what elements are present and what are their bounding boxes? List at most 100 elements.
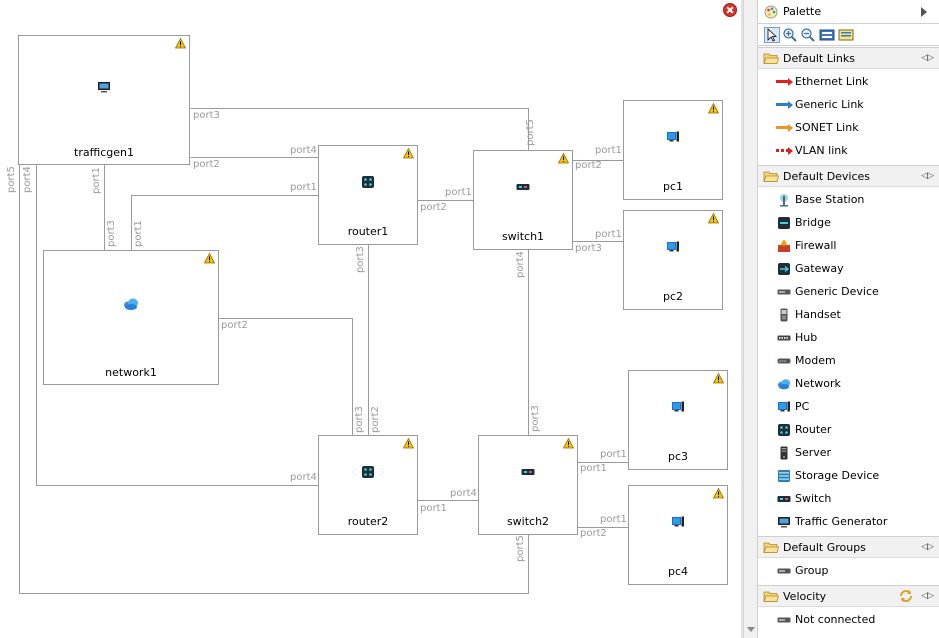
warning-icon: [175, 38, 186, 49]
scroll-down-arrow-icon[interactable]: [747, 627, 755, 632]
palette-item-label: Router: [795, 423, 832, 436]
port-label: port1: [595, 229, 622, 240]
topology-canvas[interactable]: port3 port5 port2 port4 port1 port3 port…: [0, 0, 741, 638]
port-label: port3: [193, 110, 220, 121]
marquee-tool-icon: [819, 29, 835, 41]
collapse-arrows-icon[interactable]: ◁▷: [921, 591, 934, 601]
node-label: switch1: [501, 230, 545, 243]
port-label: port3: [355, 246, 366, 273]
palette-item-ethernet-link[interactable]: Ethernet Link: [758, 70, 939, 93]
palette-item-label: Storage Device: [795, 469, 880, 482]
node-router1[interactable]: router1: [318, 145, 418, 245]
palette-item-firewall[interactable]: Firewall: [758, 234, 939, 257]
palette-header[interactable]: Palette: [758, 0, 939, 24]
router-icon: [778, 424, 790, 436]
palette-item-label: Handset: [795, 308, 841, 321]
palette-item-base-station[interactable]: Base Station: [758, 188, 939, 211]
link-network1-router2: [219, 318, 353, 435]
link-trafficgen1-switch2: [19, 165, 529, 594]
node-pc4[interactable]: pc4: [628, 485, 728, 585]
link-trafficgen1-router2: [36, 165, 318, 486]
node-label: pc1: [662, 180, 684, 193]
palette-item-label: Switch: [795, 492, 832, 505]
drawer-velocity[interactable]: Velocity ◁▷: [758, 585, 939, 607]
group-icon: [777, 568, 791, 574]
port-label: port2: [575, 160, 602, 171]
port-label: port1: [91, 167, 102, 194]
collapse-arrows-icon[interactable]: ◁▷: [921, 53, 934, 63]
firewall-icon: [778, 239, 790, 252]
palette-item-network[interactable]: Network: [758, 372, 939, 395]
palette-item-sonet-link[interactable]: SONET Link: [758, 116, 939, 139]
palette-item-modem[interactable]: Modem: [758, 349, 939, 372]
palette-item-not-connected[interactable]: Not connected: [758, 608, 939, 631]
node-pc1[interactable]: pc1: [623, 100, 723, 200]
marquee-tool-button[interactable]: [819, 27, 835, 43]
palette-item-generic-link[interactable]: Generic Link: [758, 93, 939, 116]
pc-icon: [672, 516, 684, 527]
palette-item-label: SONET Link: [795, 121, 859, 134]
pc-icon: [672, 401, 684, 412]
zoom-out-button[interactable]: [800, 27, 816, 43]
node-switch2[interactable]: switch2: [478, 435, 578, 535]
palette-item-label: Base Station: [795, 193, 865, 206]
switch-icon: [516, 184, 530, 190]
port-label: port1: [600, 449, 627, 460]
pc-icon: [667, 131, 679, 142]
palette-scrollbar[interactable]: [743, 0, 757, 638]
node-label: pc4: [667, 565, 689, 578]
palette-item-label: Traffic Generator: [795, 515, 888, 528]
port-label: port2: [221, 320, 248, 331]
palette-item-hub[interactable]: Hub: [758, 326, 939, 349]
palette-item-group[interactable]: Group: [758, 559, 939, 582]
warning-icon: [713, 373, 724, 384]
drawer-default-devices[interactable]: Default Devices ◁▷: [758, 165, 939, 187]
expand-arrow-icon[interactable]: [921, 7, 927, 17]
folder-open-icon: [763, 591, 779, 602]
palette-item-gateway[interactable]: Gateway: [758, 257, 939, 280]
port-label: port2: [420, 202, 447, 213]
port-label: port1: [133, 220, 144, 247]
sash[interactable]: [741, 0, 743, 638]
router-icon: [362, 466, 374, 478]
port-label: port1: [595, 145, 622, 156]
port-label: port1: [420, 503, 447, 514]
refresh-icon[interactable]: [898, 588, 914, 604]
label-tool-button[interactable]: [838, 27, 854, 43]
pc-icon: [778, 401, 790, 412]
node-network1[interactable]: network1: [43, 250, 219, 385]
select-tool-button[interactable]: [764, 27, 780, 43]
palette-item-handset[interactable]: Handset: [758, 303, 939, 326]
palette-item-storage-device[interactable]: Storage Device: [758, 464, 939, 487]
palette-item-pc[interactable]: PC: [758, 395, 939, 418]
palette-item-vlan-link[interactable]: VLAN link: [758, 139, 939, 162]
palette-item-traffic-generator[interactable]: Traffic Generator: [758, 510, 939, 533]
close-icon[interactable]: [723, 3, 737, 17]
palette-item-label: Bridge: [795, 216, 831, 229]
port-label: port1: [580, 463, 607, 474]
pc-icon: [667, 241, 679, 252]
collapse-arrows-icon[interactable]: ◁▷: [921, 171, 934, 181]
node-switch1[interactable]: switch1: [473, 150, 573, 250]
folder-open-icon: [763, 53, 779, 64]
palette-item-generic-device[interactable]: Generic Device: [758, 280, 939, 303]
port-label: port2: [193, 159, 220, 170]
node-pc2[interactable]: pc2: [623, 210, 723, 310]
node-router2[interactable]: router2: [318, 435, 418, 535]
palette-item-switch[interactable]: Switch: [758, 487, 939, 510]
connection-status-icon: [777, 617, 791, 623]
node-label: pc3: [667, 450, 689, 463]
palette-item-router[interactable]: Router: [758, 418, 939, 441]
drawer-default-links[interactable]: Default Links ◁▷: [758, 47, 939, 69]
generic-device-icon: [777, 289, 791, 295]
palette-item-bridge[interactable]: Bridge: [758, 211, 939, 234]
zoom-in-button[interactable]: [782, 27, 798, 43]
palette-item-label: Firewall: [795, 239, 837, 252]
collapse-arrows-icon[interactable]: ◁▷: [921, 542, 934, 552]
palette-item-label: Group: [795, 564, 829, 577]
node-pc3[interactable]: pc3: [628, 370, 728, 470]
node-trafficgen1[interactable]: trafficgen1: [18, 35, 190, 165]
port-label: port2: [580, 528, 607, 539]
palette-item-server[interactable]: Server: [758, 441, 939, 464]
drawer-default-groups[interactable]: Default Groups ◁▷: [758, 536, 939, 558]
